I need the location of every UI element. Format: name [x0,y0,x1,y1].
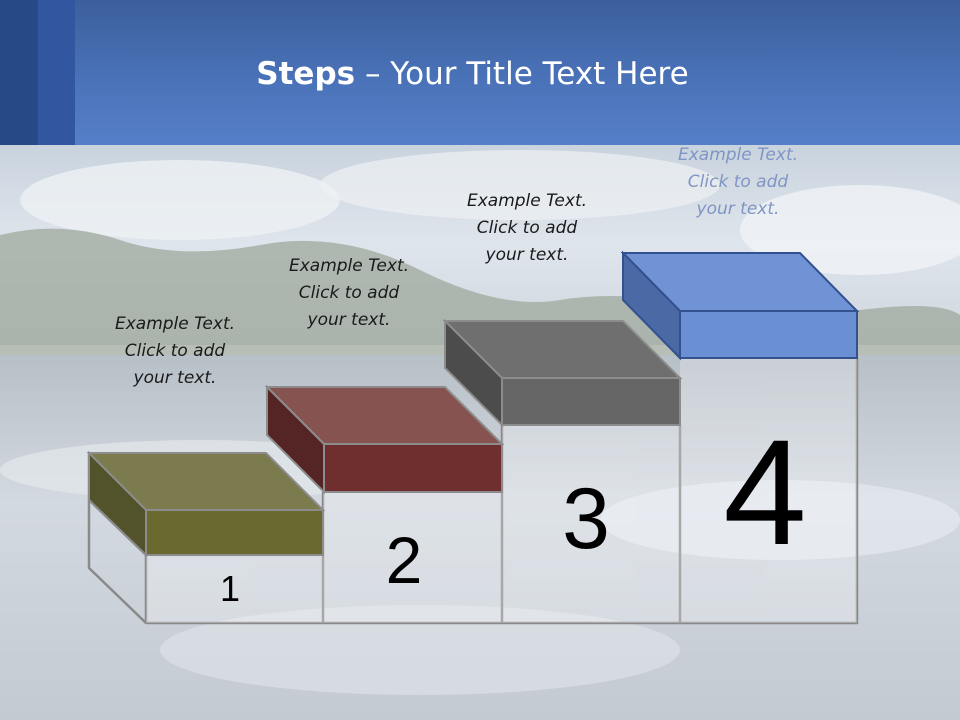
step-3-block[interactable] [442,318,683,428]
step-4-block[interactable] [620,250,860,361]
step-3-caption[interactable]: Example Text. Click to add your text. [466,191,588,265]
slide-title[interactable]: Steps – Your Title Text Here [0,56,945,92]
step-2-number: 2 [385,523,423,597]
header-accent-bar [0,0,38,145]
step-1-number: 1 [219,568,241,609]
title-rest-part: – Your Title Text Here [355,56,689,92]
step-1-caption[interactable]: Example Text. Click to add your text. [114,314,236,388]
header-accent-bar [38,0,75,145]
title-bold-part: Steps [256,56,356,92]
step-2-block[interactable] [264,384,505,495]
step-4-caption[interactable]: Example Text. Click to add your text. [677,145,799,219]
step-2-caption[interactable]: Example Text. Click to add your text. [288,256,410,330]
step-3-number: 3 [562,471,610,567]
step-1-block[interactable] [86,450,326,558]
step-4-number: 4 [723,408,807,576]
title-band [0,0,960,145]
